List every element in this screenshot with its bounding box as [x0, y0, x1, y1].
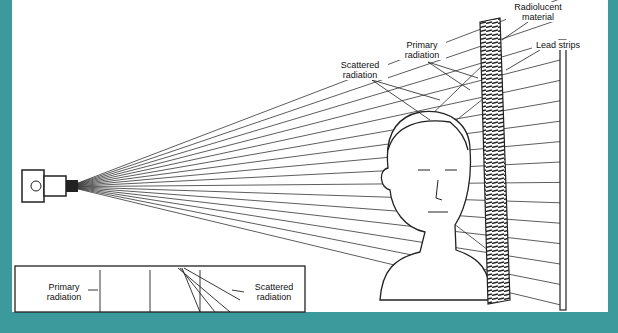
material-label: Radiolucent material [506, 2, 570, 22]
scattered-radiation-label: Scattered radiation [246, 282, 302, 302]
white-panel [12, 0, 608, 312]
primary-radiation-label: Primary radiation [398, 40, 446, 60]
scattered-radiation-label: Scattered radiation [332, 60, 388, 80]
lead-strips-label: Lead strips [532, 40, 584, 50]
primary-radiation-label: Primary radiation [40, 282, 88, 302]
